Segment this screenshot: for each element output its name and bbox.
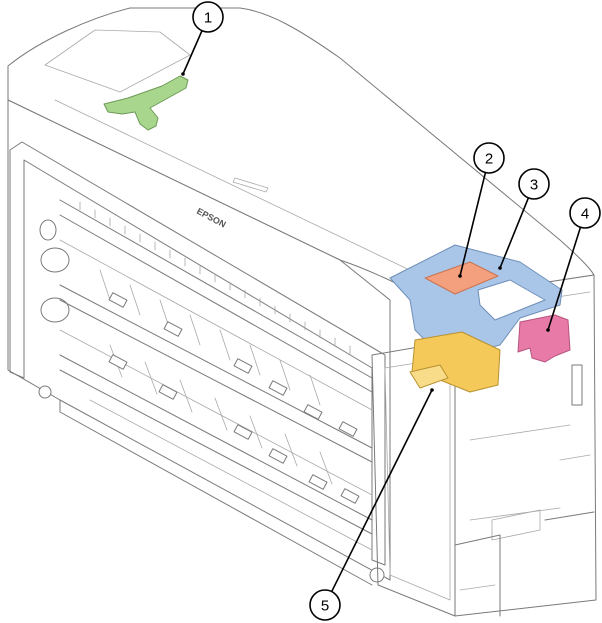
paper-guides [59, 199, 373, 551]
part-4-bracket [517, 314, 571, 363]
left-rollers [39, 219, 70, 323]
callout-leader-dot [546, 328, 550, 332]
top-panel-line [54, 99, 421, 276]
callout-leader-dot [181, 72, 185, 76]
callout-number: 4 [581, 206, 589, 223]
callout-leader-dot [498, 266, 502, 270]
front-opening-frame [9, 141, 386, 566]
callout-circle [309, 589, 341, 621]
callout-circle [473, 142, 505, 174]
callout-1: 1 [181, 1, 224, 76]
callout-5: 5 [309, 388, 434, 621]
part-5-module [409, 331, 501, 393]
callout-leader-line [182, 30, 203, 75]
feet [38, 385, 385, 586]
callout-number: 2 [485, 151, 493, 168]
callouts: 1 2 3 4 5 [181, 1, 601, 621]
callout-2: 2 [458, 142, 505, 278]
part-3-frame [389, 244, 563, 356]
callout-circle [518, 168, 550, 200]
callout-leader-dot [458, 274, 462, 278]
callout-circle [569, 197, 601, 229]
part-2-pad [424, 261, 499, 295]
callout-number: 5 [321, 598, 329, 615]
callout-circle [192, 1, 224, 33]
right-slot [571, 364, 583, 406]
top-groove [232, 177, 269, 193]
callout-number: 1 [204, 10, 212, 27]
rail-clips [108, 292, 360, 504]
callout-number: 3 [530, 177, 538, 194]
callout-leader-line [547, 227, 582, 331]
callout-leader-line [499, 197, 530, 269]
part-1-bracket [103, 75, 189, 131]
callout-leader-line [330, 389, 433, 592]
callout-4: 4 [546, 197, 601, 332]
callout-3: 3 [498, 168, 550, 270]
right-handle [491, 509, 541, 541]
top-panel-outline [44, 29, 191, 93]
right-base [454, 511, 595, 617]
right-door-panel [384, 359, 451, 601]
callout-leader-dot [430, 388, 434, 392]
callout-leader-line [459, 172, 487, 277]
